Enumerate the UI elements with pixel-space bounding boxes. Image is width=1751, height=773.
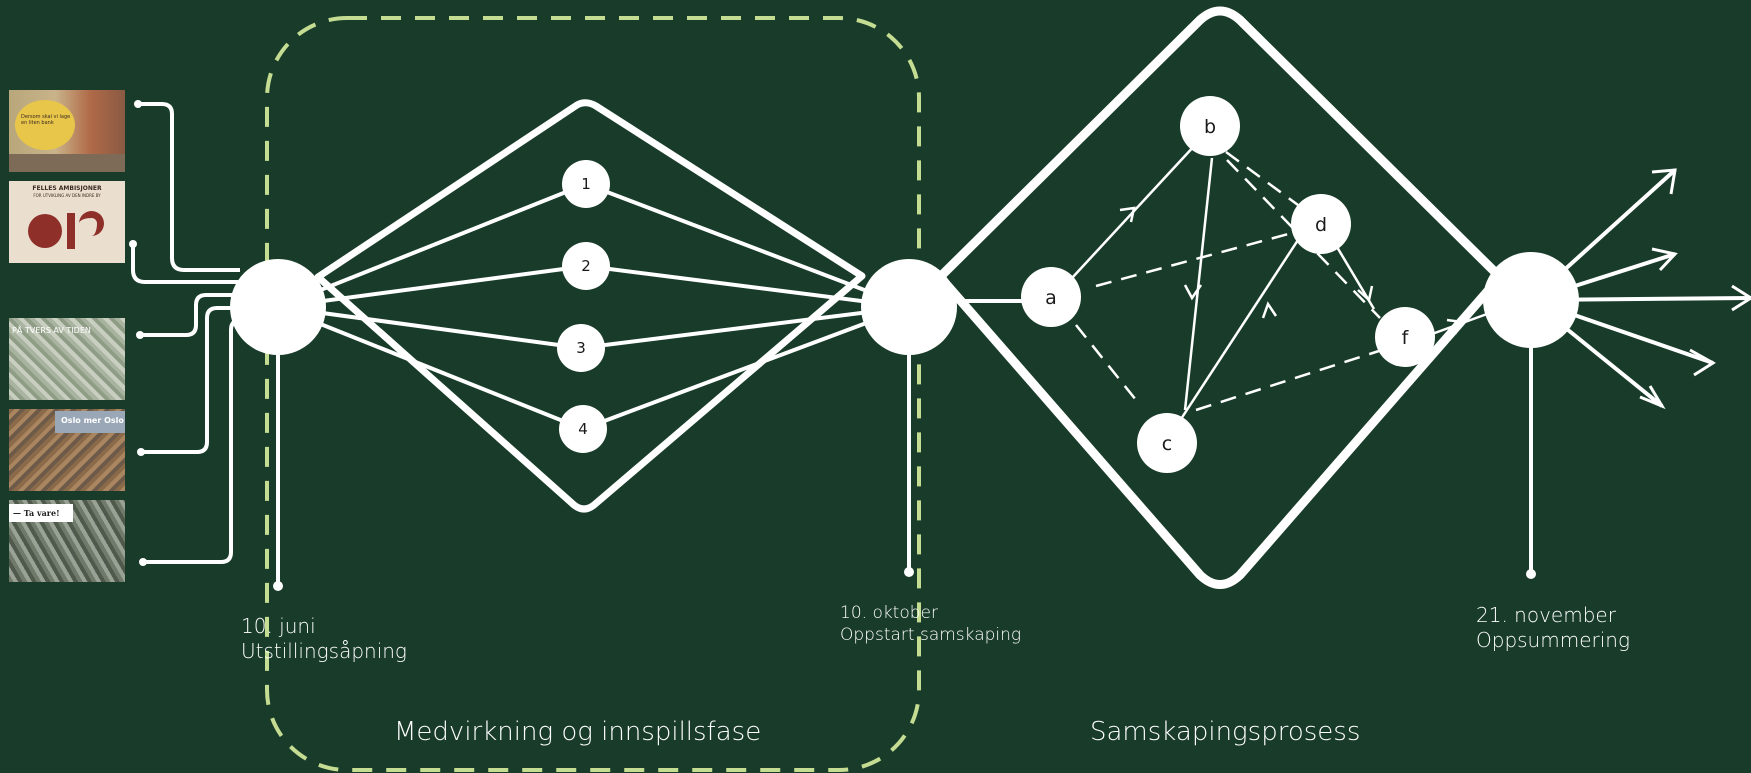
thumbnail-3-title: PÅ TVERS AV TIDEN bbox=[12, 326, 91, 335]
input-node-3 bbox=[557, 324, 605, 372]
network-dashed-edges bbox=[1075, 150, 1383, 412]
milestone-2: 10. oktober Oppstart samskaping bbox=[840, 602, 1021, 646]
network-arrowheads bbox=[1119, 206, 1465, 335]
connector-endpoints bbox=[129, 100, 147, 566]
participation-phase-frame bbox=[265, 16, 921, 772]
thumbnail-4-title: Oslo mer Oslo bbox=[61, 416, 124, 425]
thumbnail-connectors bbox=[131, 102, 248, 564]
milestone-1-date: 10. juni bbox=[241, 614, 316, 638]
process-node-f-label: f bbox=[1402, 327, 1410, 349]
input-node-1 bbox=[562, 160, 610, 208]
thumbnail-1-title: Dersom skal vi lage en liten bank bbox=[21, 114, 71, 126]
milestone-stem-dots bbox=[273, 567, 1536, 591]
process-node-b bbox=[1180, 96, 1240, 156]
input-node-4-label: 4 bbox=[578, 420, 588, 438]
thumbnail-5-title: — Ta vare! bbox=[13, 508, 60, 518]
thumbnail-ambitions-document: FELLES AMBISJONER FOR UTVIKLING AV DEN I… bbox=[9, 181, 125, 263]
input-fan-lines bbox=[277, 182, 910, 431]
milestone-3: 21. november Oppsummering bbox=[1476, 603, 1630, 653]
hub-nodes bbox=[230, 252, 1579, 355]
process-node-d-label: d bbox=[1315, 214, 1327, 236]
input-nodes bbox=[557, 160, 610, 453]
process-node-d bbox=[1291, 194, 1351, 254]
process-node-a bbox=[1021, 267, 1081, 327]
arrow-head-icon bbox=[1639, 168, 1751, 410]
milestone-1: 10. juni Utstillingsåpning bbox=[241, 614, 407, 664]
participation-diamond bbox=[314, 99, 866, 513]
process-nodes bbox=[1021, 96, 1435, 473]
milestone-3-date: 21. november bbox=[1476, 603, 1616, 627]
logo-o-icon bbox=[28, 214, 62, 248]
input-node-2 bbox=[562, 242, 610, 290]
milestone-3-title: Oppsummering bbox=[1476, 628, 1630, 652]
process-node-c bbox=[1137, 413, 1197, 473]
milestone-1-title: Utstillingsåpning bbox=[241, 639, 407, 663]
thumbnail-aerial-map-2: Oslo mer Oslo bbox=[9, 409, 125, 491]
phase-cocreation-label: Samskapingsprosess bbox=[1090, 717, 1361, 747]
logo-2-icon bbox=[79, 211, 104, 236]
input-node-4 bbox=[559, 405, 607, 453]
process-node-a-label: a bbox=[1045, 287, 1057, 309]
process-node-c-label: c bbox=[1162, 433, 1172, 455]
logo-l-icon bbox=[67, 213, 75, 249]
hub-start bbox=[230, 259, 326, 355]
phase-participation-label: Medvirkning og innspillsfase bbox=[394, 717, 762, 747]
milestone-2-date: 10. oktober bbox=[840, 603, 938, 623]
thumbnail-2-subtitle: FOR UTVIKLING AV DEN INDRE BY bbox=[33, 193, 101, 198]
thumbnail-2-title: FELLES AMBISJONER bbox=[32, 185, 102, 192]
thumbnail-exhibition-poster: Dersom skal vi lage en liten bank bbox=[9, 90, 125, 172]
hub-end bbox=[1483, 252, 1579, 348]
thumbnail-aerial-map-1: PÅ TVERS AV TIDEN bbox=[9, 318, 125, 400]
process-node-b-label: b bbox=[1204, 116, 1216, 138]
hub-middle bbox=[861, 259, 957, 355]
input-node-3-label: 3 bbox=[576, 339, 586, 357]
network-solid-edges bbox=[1071, 143, 1488, 420]
input-node-1-label: 1 bbox=[581, 175, 591, 193]
process-node-f bbox=[1375, 307, 1435, 367]
input-node-2-label: 2 bbox=[581, 257, 591, 275]
milestone-2-title: Oppstart samskaping bbox=[840, 625, 1022, 645]
thumbnail-aerial-map-3: — Ta vare! bbox=[9, 500, 125, 582]
